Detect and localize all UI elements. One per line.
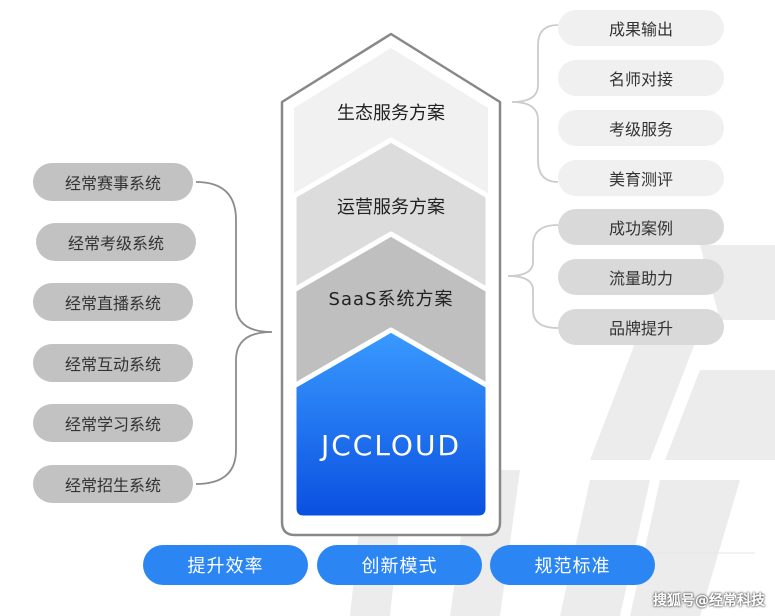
layer-core-label: JCCLOUD [319,429,461,462]
right-mid-bracket [507,224,559,329]
improve-efficiency-button[interactable]: 提升效率 [143,545,308,585]
left-item-event-system[interactable]: 经常赛事系统 [33,163,193,201]
left-item-live-system[interactable]: 经常直播系统 [33,283,193,321]
left-item-interactive-system[interactable]: 经常互动系统 [33,344,193,382]
layer-operations-label: 运营服务方案 [337,197,445,218]
layer-saas-label: SaaS系统方案 [329,289,454,310]
left-item-exam-system[interactable]: 经常考级系统 [36,223,196,261]
right-top-bracket [511,24,559,183]
watermark: 搜狐号@经常科技 [653,593,765,609]
right-item-brand-upgrade[interactable]: 品牌提升 [558,309,724,345]
standardization-button[interactable]: 规范标准 [490,545,655,585]
left-bracket [195,181,273,485]
left-item-enrollment-system[interactable]: 经常招生系统 [33,465,193,503]
right-item-traffic-boost[interactable]: 流量助力 [558,259,724,295]
left-item-learning-system[interactable]: 经常学习系统 [33,404,193,442]
right-item-aesthetic-eval[interactable]: 美育测评 [558,160,724,196]
innovation-mode-button[interactable]: 创新模式 [317,545,482,585]
layer-core-shape [291,327,491,521]
right-item-results-output[interactable]: 成果输出 [558,10,724,46]
right-item-success-cases[interactable]: 成功案例 [558,209,724,245]
right-item-teacher-connect[interactable]: 名师对接 [558,60,724,96]
right-item-exam-service[interactable]: 考级服务 [558,110,724,146]
layer-ecosystem-label: 生态服务方案 [337,103,445,124]
